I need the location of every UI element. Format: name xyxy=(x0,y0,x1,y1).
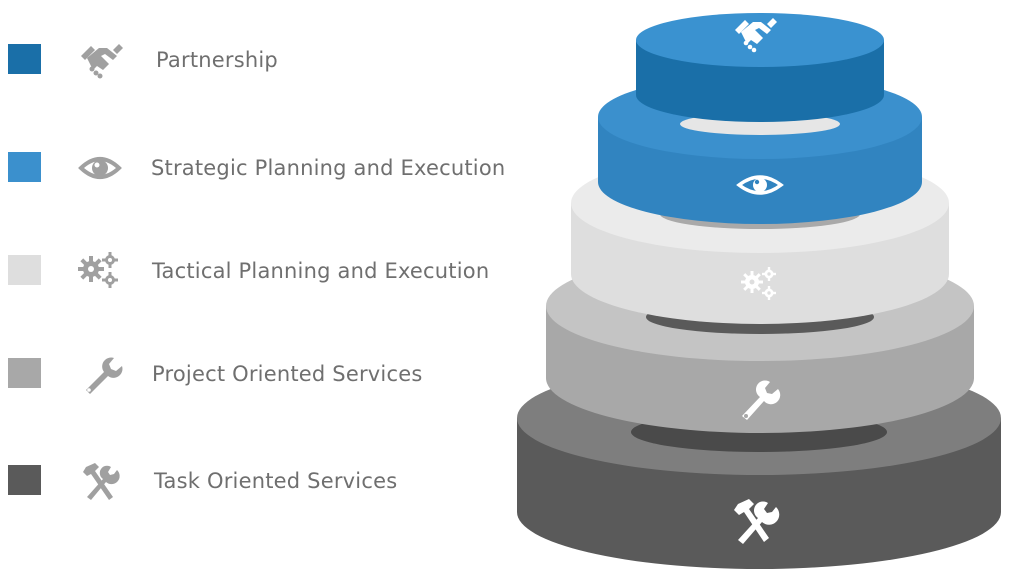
legend-label: Project Oriented Services xyxy=(152,362,423,386)
legend-item-strategic: Strategic Planning and Execution xyxy=(0,146,505,190)
eye-icon xyxy=(736,175,784,195)
handshake-icon xyxy=(735,18,777,53)
tier-partnership xyxy=(636,13,884,122)
gears-icon xyxy=(741,267,776,300)
handshake-icon xyxy=(73,38,127,82)
legend-item-partnership: Partnership xyxy=(0,38,500,82)
legend-label: Strategic Planning and Execution xyxy=(151,156,506,180)
legend-label: Task Oriented Services xyxy=(154,469,398,493)
wrench-icon xyxy=(73,352,127,396)
task-swatch xyxy=(8,465,41,495)
eye-icon xyxy=(73,146,127,190)
legend-label: Partnership xyxy=(156,48,278,72)
tactical-swatch xyxy=(8,255,41,285)
gears-icon xyxy=(73,249,127,293)
hammer-wrench-icon xyxy=(73,459,127,503)
legend-item-project: Project Oriented Services xyxy=(0,352,500,396)
strategic-swatch xyxy=(8,152,41,182)
partnership-swatch xyxy=(8,44,41,74)
legend-item-task: Task Oriented Services xyxy=(0,459,500,503)
legend-label: Tactical Planning and Execution xyxy=(152,259,490,283)
wrench-icon xyxy=(742,380,781,420)
hammer-wrench-icon xyxy=(734,499,780,544)
project-swatch xyxy=(8,358,41,388)
legend-item-tactical: Tactical Planning and Execution xyxy=(0,249,500,293)
